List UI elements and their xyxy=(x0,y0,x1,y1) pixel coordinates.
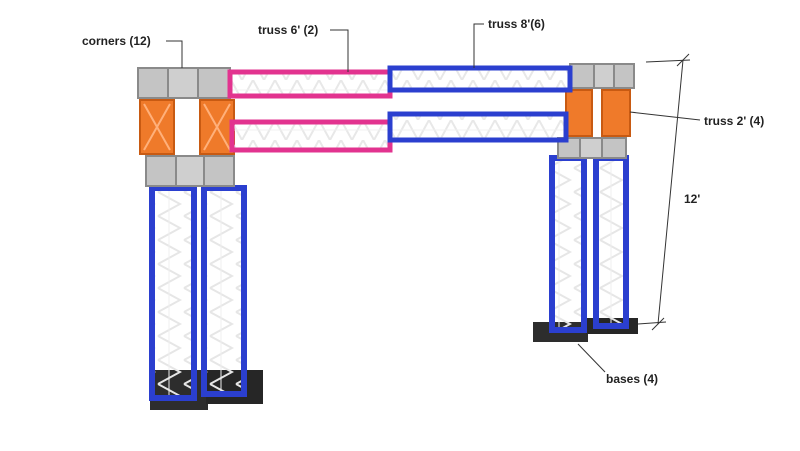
right-column-1 xyxy=(549,155,587,333)
truss-6-top xyxy=(227,69,393,99)
truss-8-top xyxy=(387,65,573,93)
corner-left-top-1 xyxy=(137,67,169,99)
label-height: 12' xyxy=(684,192,701,206)
right-orange-1 xyxy=(565,89,593,137)
label-corners: corners (12) xyxy=(82,34,151,48)
corner-right-top-1 xyxy=(569,63,595,89)
corner-right-top-2 xyxy=(593,63,615,89)
left-column-1 xyxy=(149,185,197,401)
right-column-2 xyxy=(593,155,629,329)
label-truss-8: truss 8'(6) xyxy=(488,17,545,31)
truss-8-bottom xyxy=(387,111,569,143)
corner-left-mid-2 xyxy=(175,155,205,187)
top-truss-spans xyxy=(227,65,573,153)
corner-left-top-3 xyxy=(197,67,231,99)
right-orange-2 xyxy=(601,89,631,137)
corner-left-mid-1 xyxy=(145,155,177,187)
leader-truss6 xyxy=(330,29,349,72)
leader-truss2 xyxy=(629,111,701,121)
left-columns xyxy=(137,67,247,401)
label-bases: bases (4) xyxy=(606,372,659,386)
leader-corners xyxy=(166,40,183,68)
leader-truss8 xyxy=(473,23,484,68)
dimension-line xyxy=(657,59,684,325)
corner-right-mid-3 xyxy=(601,137,627,159)
corner-right-top-3 xyxy=(613,63,635,89)
label-truss-6: truss 6' (2) xyxy=(258,23,319,37)
corner-left-mid-3 xyxy=(203,155,235,187)
corner-right-mid-2 xyxy=(579,137,603,159)
truss-6-bottom xyxy=(229,119,393,153)
label-truss-2: truss 2' (4) xyxy=(704,114,765,128)
leader-bases xyxy=(577,343,606,373)
corner-left-top-2 xyxy=(167,67,199,99)
leader-lines xyxy=(166,23,701,373)
left-column-2 xyxy=(201,185,247,397)
right-columns xyxy=(549,63,635,333)
